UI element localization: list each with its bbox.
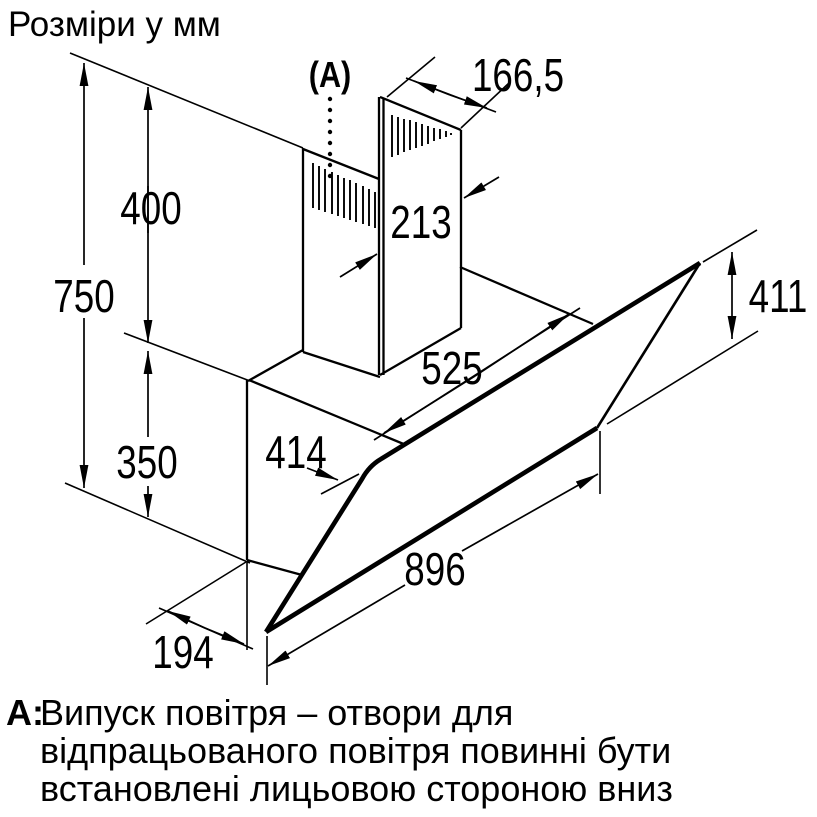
dimension-line-525 bbox=[373, 307, 581, 441]
note-text: Випуск повітря – отвори для відпрацьован… bbox=[40, 694, 796, 808]
body-top-left-edge bbox=[248, 378, 407, 447]
dimension-label-400: 400 bbox=[120, 182, 182, 234]
body-top-right-edge bbox=[459, 265, 594, 326]
dimension-label-411: 411 bbox=[748, 270, 808, 322]
note-line-2: відпрацьованого повітря повинні бути bbox=[40, 730, 672, 771]
ext-line-duct-left bbox=[386, 56, 436, 98]
duct-left-panel-top-edge bbox=[302, 147, 380, 181]
glass-left-and-top-edge bbox=[264, 261, 702, 634]
air-outlet-dotted-line bbox=[327, 96, 333, 179]
body-top-back-edge bbox=[247, 348, 304, 383]
vent-hatching-right-panel bbox=[391, 115, 452, 157]
air-outlet-marker-label: (A) bbox=[308, 54, 352, 95]
dimension-lines bbox=[79, 63, 737, 667]
canopy-body bbox=[245, 265, 594, 577]
dimension-label-194: 194 bbox=[152, 626, 214, 678]
ext-line-411-bottom bbox=[606, 330, 759, 425]
duct-left-panel-bottom-edge bbox=[302, 350, 381, 379]
leader-213-front bbox=[339, 253, 378, 278]
dimension-label-750: 750 bbox=[53, 270, 115, 322]
glass-panel bbox=[264, 261, 702, 634]
ext-line-194-left bbox=[145, 561, 247, 625]
page-title: Розміри у мм bbox=[8, 5, 221, 44]
glass-bottom-edge bbox=[264, 426, 599, 634]
dimension-label-414: 414 bbox=[265, 426, 327, 478]
leader-arrows bbox=[306, 176, 500, 481]
dimension-line-166-5 bbox=[405, 77, 497, 113]
body-bottom-edge bbox=[246, 558, 303, 577]
dimension-line-896 bbox=[267, 473, 599, 667]
ext-line-top bbox=[69, 52, 304, 149]
chimney-duct bbox=[301, 95, 463, 379]
dimension-label-213: 213 bbox=[390, 196, 452, 248]
dimension-label-525: 525 bbox=[421, 342, 483, 394]
ext-line-411-top bbox=[702, 229, 758, 263]
duct-right-panel-top-edge bbox=[379, 95, 462, 132]
dimension-label-166-5: 166,5 bbox=[471, 49, 565, 101]
leader-414 bbox=[306, 467, 339, 481]
dimension-label-350: 350 bbox=[116, 436, 178, 488]
note-marker: A: bbox=[6, 692, 44, 733]
leader-213-back bbox=[463, 176, 500, 199]
duct-right-panel-bottom-edge bbox=[379, 327, 462, 376]
ext-line-body-top bbox=[123, 332, 251, 382]
dimension-label-896: 896 bbox=[404, 543, 466, 595]
air-outlet-note: A: Випуск повітря – отвори для відпрацьо… bbox=[6, 694, 796, 808]
note-line-3: встановлені лицьовою стороною вниз bbox=[40, 768, 673, 809]
ext-tick-414 bbox=[320, 473, 360, 495]
note-line-1: Випуск повітря – отвори для bbox=[40, 692, 514, 733]
glass-right-edge bbox=[595, 262, 702, 429]
vent-hatching-left-panel bbox=[312, 163, 376, 228]
ext-line-body-bottom bbox=[64, 482, 251, 564]
dimension-line-194 bbox=[158, 607, 254, 650]
